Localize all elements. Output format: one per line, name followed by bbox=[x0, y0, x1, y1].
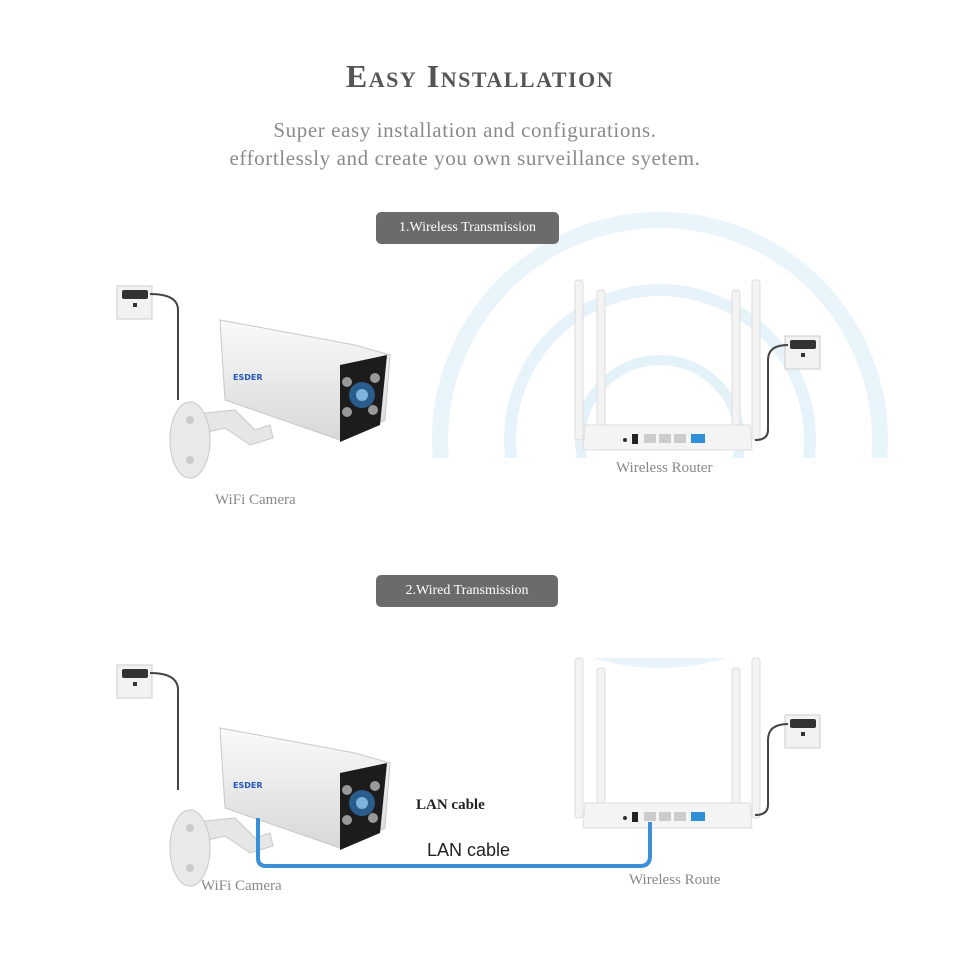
power-cord bbox=[149, 672, 179, 790]
lan-cable-label: LAN cable bbox=[427, 840, 511, 860]
power-cord bbox=[754, 723, 789, 816]
lan-cable bbox=[256, 818, 652, 868]
power-outlet-icon bbox=[116, 664, 153, 699]
wifi-camera-image bbox=[169, 727, 391, 887]
power-outlet-icon bbox=[116, 285, 153, 320]
wifi-camera-label: WiFi Camera bbox=[215, 492, 296, 508]
subtitle-line-1: Super easy installation and configuratio… bbox=[273, 118, 657, 142]
wireless-router-label: Wireless Route bbox=[629, 872, 721, 888]
wifi-signal-waves bbox=[400, 212, 900, 668]
wired-transmission-badge: 2.Wired Transmission bbox=[376, 575, 558, 607]
subtitle-line-2: effortlessly and create you own surveill… bbox=[229, 146, 701, 170]
power-cord bbox=[754, 344, 789, 441]
page-title: Easy Installation bbox=[345, 58, 615, 94]
lan-cable-caption: LAN cable bbox=[416, 797, 485, 813]
wifi-camera-image bbox=[169, 319, 391, 479]
wireless-transmission-badge: 1.Wireless Transmission bbox=[376, 212, 559, 244]
power-outlet-icon bbox=[784, 335, 821, 370]
wireless-router-label: Wireless Router bbox=[616, 460, 713, 476]
wifi-camera-label: WiFi Camera bbox=[201, 878, 282, 894]
power-outlet-icon bbox=[784, 714, 821, 749]
router-image bbox=[574, 657, 761, 829]
power-cord bbox=[149, 293, 179, 400]
